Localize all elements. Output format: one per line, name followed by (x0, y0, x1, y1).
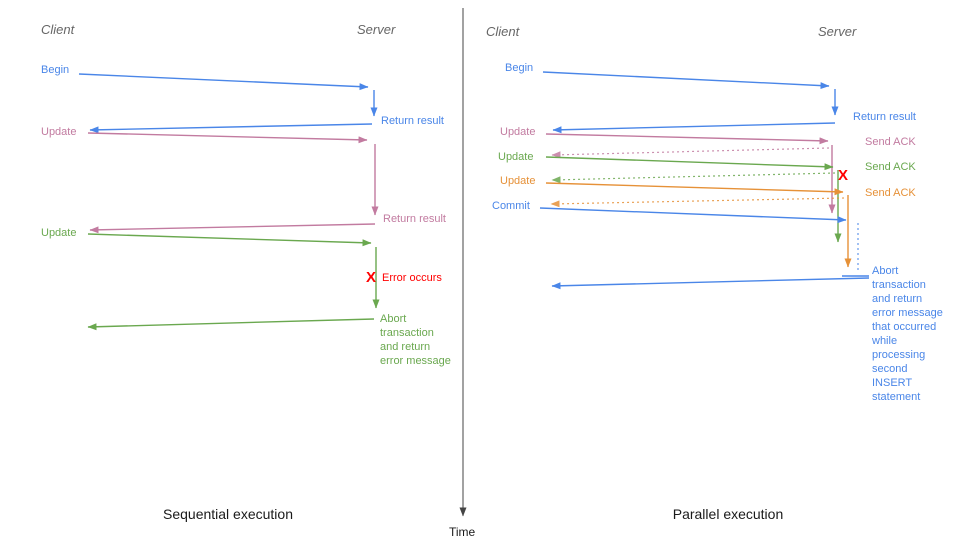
left-caption: Sequential execution (163, 506, 293, 522)
right-error-x-mark: X (838, 167, 849, 184)
right-update-3-label: Update (500, 175, 536, 187)
right-client-header: Client (486, 24, 520, 39)
right-return-result-arrow (552, 122, 836, 134)
left-error-occurs-label: Error occurs (382, 272, 442, 284)
left-update-1-label: Update (41, 126, 77, 138)
left-begin-label: Begin (41, 64, 70, 76)
left-abort-return-arrow (87, 318, 375, 331)
right-server-header: Server (818, 24, 857, 39)
left-return-result-1-arrow (89, 123, 373, 134)
right-send-ack-2-label: Send ACK (865, 161, 916, 173)
right-begin-request-arrow (542, 71, 830, 90)
left-update-2-label: Update (41, 227, 77, 239)
right-update-1-request-arrow (545, 133, 829, 145)
right-abort-return-arrow (551, 277, 870, 290)
left-update-1-request-arrow (87, 132, 368, 144)
right-send-ack-1-arrow (551, 147, 830, 159)
left-client-header: Client (41, 22, 75, 37)
left-return-result-1-label: Return result (381, 115, 444, 127)
right-commit-request-arrow (539, 207, 847, 224)
right-update-1-label: Update (500, 126, 536, 138)
right-abort-note: Abort transaction and return error messa… (872, 265, 943, 403)
right-update-3-request-arrow (545, 182, 844, 196)
right-caption: Parallel execution (672, 506, 784, 522)
right-commit-label: Commit (492, 200, 530, 212)
right-begin-label: Begin (505, 62, 534, 74)
right-send-ack-2-arrow (551, 172, 836, 184)
right-send-ack-3-label: Send ACK (865, 187, 916, 199)
right-send-ack-3-arrow (550, 197, 845, 208)
left-begin-request-arrow (78, 73, 369, 91)
left-server-header: Server (357, 22, 396, 37)
right-return-result-label: Return result (853, 111, 916, 123)
right-update-2-label: Update (498, 151, 534, 163)
left-return-result-2-label: Return result (383, 213, 446, 225)
left-abort-note: Abort transaction and return error messa… (380, 313, 451, 367)
left-update-2-request-arrow (87, 233, 372, 247)
right-send-ack-1-label: Send ACK (865, 136, 916, 148)
left-return-result-2-arrow (89, 223, 376, 234)
left-error-x-mark: X (366, 269, 377, 286)
right-update-2-request-arrow (545, 156, 834, 171)
time-axis-label: Time (449, 525, 476, 539)
